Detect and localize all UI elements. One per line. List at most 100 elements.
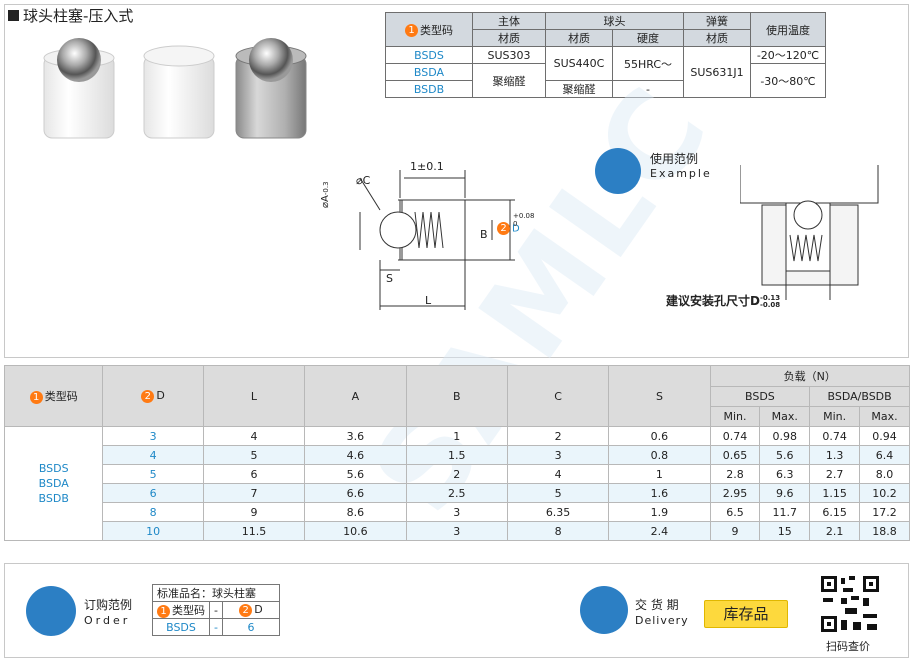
table-cell-c: 5 [506,483,610,503]
spec-head-spring-material: 材质 [683,29,751,47]
order-title: 订购范例 [84,598,133,612]
col-min: Min. [809,406,861,427]
table-cell-d: 6 [102,483,204,503]
dimension-drawing [359,170,515,310]
table-cell-c: 8 [506,521,610,541]
table-cell-b: 3 [405,502,508,522]
table-cell-a: 5.6 [304,464,407,484]
table-cell-b: 1 [405,426,508,446]
order-cart-icon [26,586,76,636]
dim-phi-c-label: ⌀C [356,174,371,187]
delivery-title: 交 货 期 [635,598,679,612]
spec-head-ball-material: 材质 [545,29,613,47]
table-cell-s: 2.4 [608,521,711,541]
table-cell-bsds-min: 6.5 [709,502,761,522]
table-cell-bsds-max: 6.3 [759,464,811,484]
table-cell-d: 3 [102,426,204,446]
spec-cell: - [612,80,684,98]
spec-cell: SUS440C [545,46,613,81]
table-cell-bsds-min: 0.74 [709,426,761,446]
table-cell-a: 10.6 [304,521,407,541]
order-code-value: BSDS [152,618,210,636]
table-cell-bsda-min: 0.74 [809,426,861,446]
dim-top-label: 1±0.1 [410,160,444,173]
example-title: 使用范例 [650,152,699,166]
table-cell-l: 6 [202,464,306,484]
spec-head-spring: 弹簧 [683,12,751,30]
plunger-bsda-photo [235,38,307,139]
dim-s-label: S [386,272,393,285]
delivery-subtitle: Delivery [635,614,689,627]
page-title: 球头柱塞-压入式 [8,5,133,26]
table-cell-bsda-max: 0.94 [859,426,910,446]
product-panel [4,4,909,358]
col-max: Max. [759,406,811,427]
table-cell-bsds-max: 9.6 [759,483,811,503]
table-cell-c: 3 [506,445,610,465]
example-drawing [740,165,879,300]
table-cell-bsds-max: 0.98 [759,426,811,446]
example-subtitle: Example [650,167,712,180]
table-cell-bsda-min: 1.3 [809,445,861,465]
table-cell-bsda-max: 10.2 [859,483,910,503]
table-cell-bsda-max: 17.2 [859,502,910,522]
table-cell-s: 0.8 [608,445,711,465]
table-cell-a: 8.6 [304,502,407,522]
spec-cell: SUS303 [472,46,546,64]
table-cell-c: 4 [506,464,610,484]
col-load-bsda-bsdb: BSDA/BSDB [809,386,910,407]
table-cell-bsda-min: 2.7 [809,464,861,484]
order-std-name: 标准品名：球头柱塞 [152,584,280,602]
spec-head-temp: 使用温度 [750,12,826,47]
table-cell-bsda-min: 2.1 [809,521,861,541]
col-max: Max. [859,406,910,427]
table-cell-bsds-min: 0.65 [709,445,761,465]
spec-head-ball: 球头 [545,12,684,30]
table-cell-l: 5 [202,445,306,465]
example-icon [595,148,641,194]
col-load-bsds: BSDS [709,386,811,407]
dim-b-label: B [480,228,488,241]
table-cell-s: 1.6 [608,483,711,503]
col-l: L [202,365,306,427]
order-subtitle: Order [84,614,131,627]
spec-head-ball-hardness: 硬度 [612,29,684,47]
table-cell-bsda-min: 6.15 [809,502,861,522]
order-panel [4,563,909,658]
col-b: B [405,365,508,427]
table-cell-bsds-min: 2.8 [709,464,761,484]
spec-cell: 55HRC～ [612,46,684,81]
col-load: 负载（N） [709,365,910,387]
order-dash: - [209,601,223,619]
table-cell-d: 8 [102,502,204,522]
table-cell-a: 6.6 [304,483,407,503]
table-cell-l: 4 [202,426,306,446]
type-code: BSDB [38,492,69,505]
table-cell-a: 3.6 [304,426,407,446]
example-caption: 建议安装孔尺寸D-0.13-0.08 [666,293,781,309]
table-cell-bsds-max: 11.7 [759,502,811,522]
spec-cell: BSDA [385,63,473,81]
table-cell-a: 4.6 [304,445,407,465]
table-cell-bsda-max: 8.0 [859,464,910,484]
table-cell-d: 5 [102,464,204,484]
table-cell-bsds-min: 9 [709,521,761,541]
order-d-value: 6 [221,618,280,636]
table-cell-s: 1.9 [608,502,711,522]
spec-head-body-material: 材质 [472,29,546,47]
table-cell-b: 2.5 [405,483,508,503]
qr-code[interactable] [819,574,881,634]
title-square-icon [8,10,19,21]
